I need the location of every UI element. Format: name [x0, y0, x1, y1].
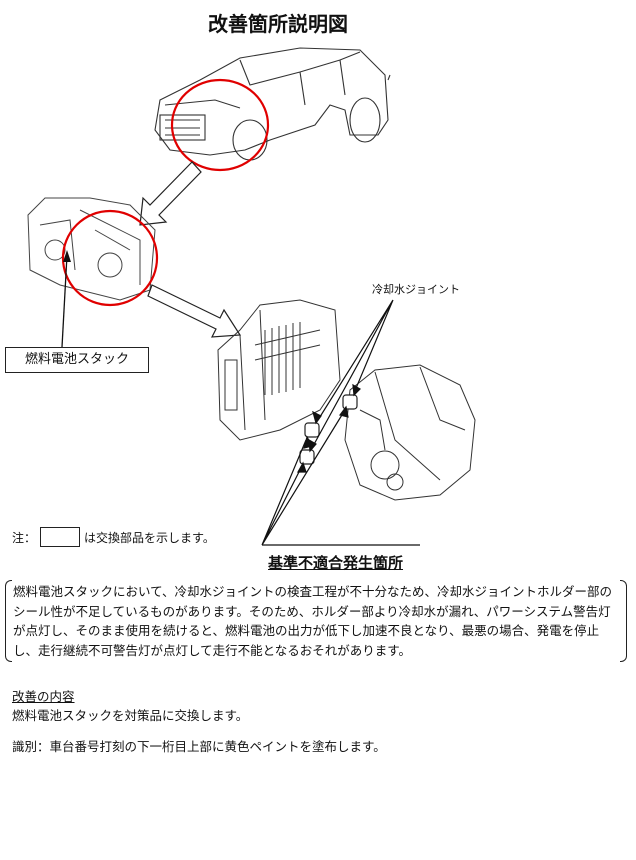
leader-line: [61, 254, 68, 348]
coolant-joint-icons: [299, 394, 358, 465]
hollow-arrow-icon: [139, 161, 202, 226]
highlight-circle-vehicle: [170, 78, 270, 172]
defect-description: 燃料電池スタックにおいて、冷却水ジョイントの検査工程が不十分なため、冷却水ジョイ…: [5, 580, 627, 662]
highlight-circle-stack: [61, 209, 159, 307]
defect-location-heading: 基準不適合発生箇所: [268, 554, 404, 572]
coolant-joint-label: 冷却水ジョイント: [372, 283, 460, 296]
defect-description-text: 燃料電池スタックにおいて、冷却水ジョイントの検査工程が不十分なため、冷却水ジョイ…: [13, 584, 613, 658]
fuel-cell-stack-label: 燃料電池スタック: [5, 347, 149, 373]
remedy-heading: 改善の内容: [12, 689, 75, 704]
leader-lines: [261, 299, 420, 546]
fuel-cell-unit-drawing: [27, 197, 156, 301]
hollow-arrow-icon: [147, 284, 242, 338]
identification-text: 識別：車台番号打刻の下一桁目上部に黄色ペイントを塗布します。: [12, 739, 386, 754]
replacement-part-legend-box: [40, 527, 81, 547]
illustration: [27, 47, 476, 546]
page-title: 改善箇所説明図: [208, 12, 348, 36]
remedy-body: 燃料電池スタックを対策品に交換します。: [12, 708, 249, 723]
stack-drawing: [217, 299, 341, 441]
note-text: は交換部品を示します。: [84, 530, 215, 545]
vehicle-drawing: [154, 47, 391, 161]
stack-rear-drawing: [344, 364, 476, 501]
arrow-head-icon: [63, 250, 71, 262]
note-prefix: 注：: [12, 530, 37, 545]
legend-note: 注： は交換部品を示します。: [12, 527, 215, 547]
